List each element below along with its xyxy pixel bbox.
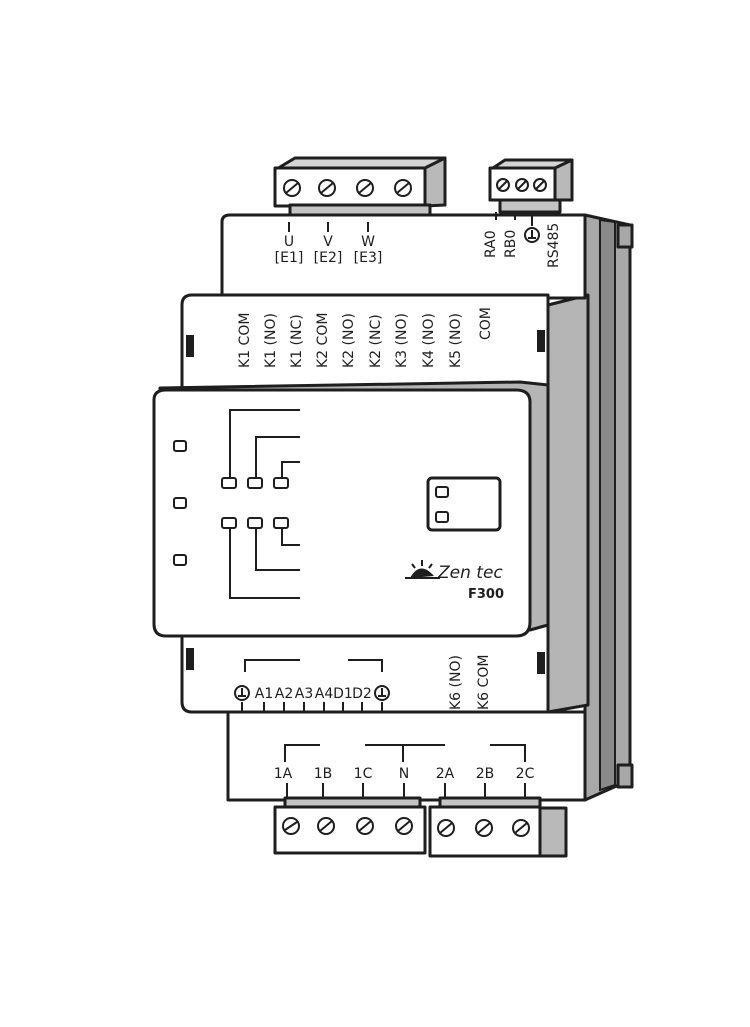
relay-label-k2-nc: K2 (NC) — [368, 314, 384, 368]
input-label-d2: D2 — [352, 686, 372, 702]
relay-label-k1-no: K1 (NO) — [263, 313, 279, 368]
input-label-a3: A3 — [295, 686, 313, 702]
clip-slot — [537, 652, 545, 674]
relay-label-k1-nc: K1 (NC) — [289, 314, 305, 368]
comm-led-2 — [435, 511, 449, 523]
terminal-label-u: U — [284, 234, 294, 250]
input-label-a4: A4 — [315, 686, 334, 702]
input-bracket-left — [244, 659, 300, 672]
bottom-right-screw-2 — [475, 819, 493, 837]
terminal-sublabel-e3: [E3] — [354, 250, 383, 266]
housing-side — [546, 213, 634, 802]
terminal-sublabel-e2: [E2] — [314, 250, 343, 266]
top-left-screw-4 — [394, 179, 412, 197]
clip-slot — [537, 330, 545, 352]
clip-slot — [186, 335, 194, 357]
input-label-a2: A2 — [275, 686, 293, 702]
top-left-screw-1 — [283, 179, 301, 197]
bottom-left-screw-2 — [317, 817, 335, 835]
top-left-screw-3 — [356, 179, 374, 197]
bottom-right-screw-3 — [512, 819, 530, 837]
top-right-screw-3 — [533, 178, 547, 192]
bottom-label-2b: 2B — [476, 766, 495, 782]
label-ra0: RA0 — [483, 230, 499, 258]
top-right-screw-1 — [496, 178, 510, 192]
bottom-label-1a: 1A — [274, 766, 293, 782]
label-rs485: RS485 — [546, 223, 562, 268]
relay-led-group-bottom — [221, 517, 300, 599]
top-left-screw-2 — [318, 179, 336, 197]
relay-led-group-top — [221, 409, 300, 489]
bottom-left-screw-4 — [395, 817, 413, 835]
bottom-label-1b: 1B — [314, 766, 333, 782]
relay-label-k5-no: K5 (NO) — [448, 313, 464, 368]
relay-led — [247, 477, 263, 489]
bottom-label-2c: 2C — [516, 766, 535, 782]
input-label-a1: A1 — [255, 686, 273, 702]
terminal-sublabel-e1: [E1] — [275, 250, 304, 266]
bottom-left-terminal-block — [273, 796, 427, 855]
relay-label-k2-com: K2 COM — [315, 313, 331, 368]
bottom-right-terminal-block — [428, 796, 568, 858]
bottom-right-screw-1 — [437, 819, 455, 837]
relay-label-k3-no: K3 (NO) — [394, 313, 410, 368]
status-led-1 — [173, 440, 187, 452]
relay-label-k4-no: K4 (NO) — [421, 313, 437, 368]
status-led-3 — [173, 554, 187, 566]
comm-led-1 — [435, 486, 449, 498]
bottom-label-n: N — [399, 766, 409, 782]
bottom-left-screw-3 — [356, 817, 374, 835]
ground-icon — [524, 227, 540, 243]
ground-icon — [234, 685, 250, 701]
relay-label-k2-no: K2 (NO) — [341, 313, 357, 368]
top-tier — [220, 213, 587, 300]
terminal-label-w: W — [361, 234, 375, 250]
ground-icon — [374, 685, 390, 701]
bottom-label-2a: 2A — [436, 766, 455, 782]
relay-led — [273, 477, 289, 489]
brand-name: Zen tec — [437, 563, 503, 583]
k6-label-com: K6 COM — [476, 655, 492, 710]
input-bracket-right — [348, 659, 383, 672]
input-label-d1: D1 — [333, 686, 353, 702]
clip-slot — [186, 648, 194, 670]
model-name: F300 — [468, 587, 504, 602]
k6-label-no: K6 (NO) — [448, 655, 464, 710]
label-rb0: RB0 — [503, 230, 519, 258]
bottom-label-1c: 1C — [354, 766, 373, 782]
relay-led — [221, 477, 237, 489]
terminal-label-v: V — [323, 234, 333, 250]
top-right-screw-2 — [515, 178, 529, 192]
comm-window — [426, 476, 502, 532]
status-led-2 — [173, 497, 187, 509]
bottom-tier — [226, 710, 587, 802]
relay-label-com: COM — [478, 307, 494, 340]
relay-label-k1-com: K1 COM — [237, 313, 253, 368]
brand-logo-icon — [405, 560, 440, 579]
bottom-left-screw-1 — [282, 817, 300, 835]
